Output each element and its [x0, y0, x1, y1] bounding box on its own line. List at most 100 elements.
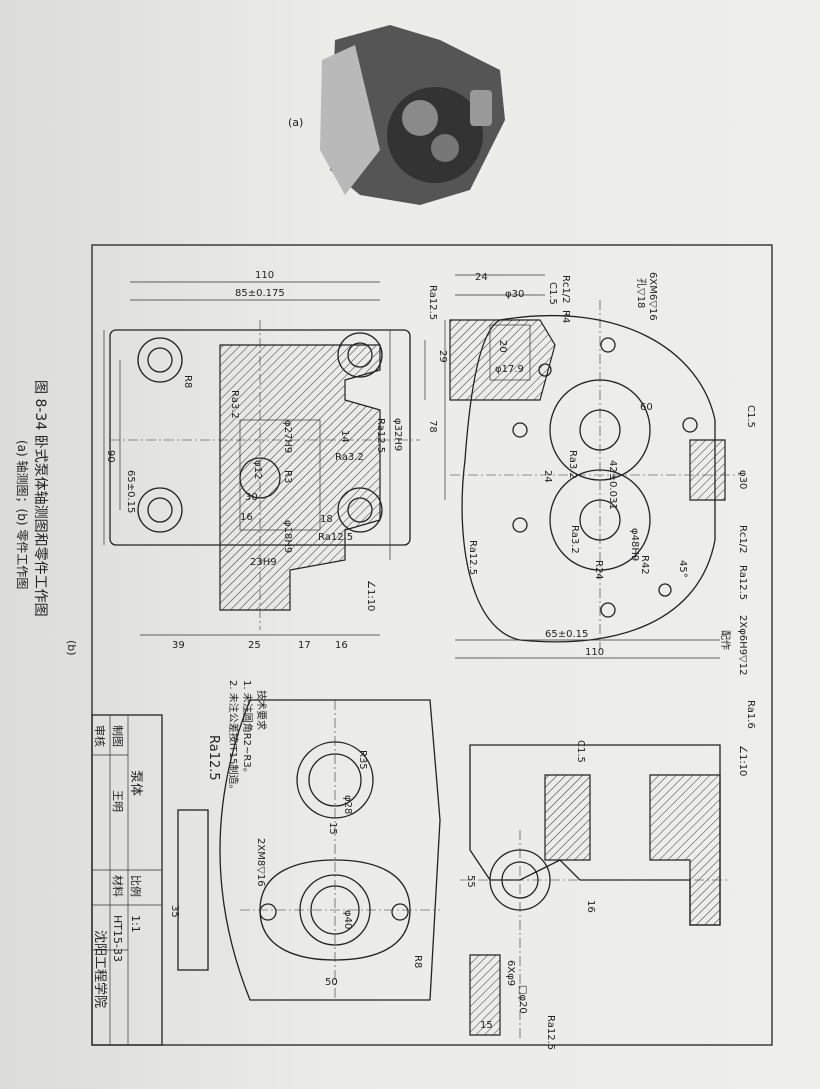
tb-designer: 王明: [111, 790, 124, 812]
top-dimension-labels: 110 85±0.175 65±0.15 90 R8 Ra3.2 φ27H9 φ…: [105, 270, 403, 651]
dim-right-10: Ra12.5: [427, 285, 438, 320]
tb-scale-label: 比例: [129, 875, 143, 897]
dim-top-23: 16: [335, 640, 348, 651]
dim-top-7: φ12: [252, 460, 263, 479]
dim-right-6: R4: [560, 310, 571, 323]
tb-material: HT15-33: [111, 915, 124, 962]
dim-top-20: 39: [172, 640, 185, 651]
tech-req-item-2: 2. 未注公差按IT15制造。: [227, 680, 240, 795]
dim-top-1: 85±0.175: [235, 288, 285, 299]
dim-right-23: Rc1/2: [737, 525, 748, 554]
dim-top-15: φ32H9: [392, 418, 403, 451]
dim-right-14: Ra3.2: [567, 450, 578, 479]
dim-right-26: 配作: [719, 630, 731, 650]
dim-top-5: Ra3.2: [229, 390, 240, 419]
dim-right-15: 42±0.031: [607, 460, 618, 510]
dim-bottom-1: φ28: [342, 795, 353, 814]
dim-bottom-5: R8: [412, 955, 423, 968]
dim-bottom-6: 35: [169, 905, 180, 918]
dim-top-4: R8: [182, 375, 193, 388]
dim-right-5: C1.5: [547, 282, 558, 305]
dim-right-17: φ30: [737, 470, 748, 489]
dim-right-25: 2Xφ6H9▽12: [737, 615, 748, 675]
dim-top-17: Ra3.2: [335, 452, 364, 463]
dim-top-13: 18: [320, 514, 333, 525]
tech-requirements: 技术要求 1. 未注圆角R2~R3。 2. 未注公差按IT15制造。: [227, 680, 268, 795]
figure-caption: 图 8-34 卧式泵体轴测图和零件工作图: [32, 380, 48, 617]
dim-right-24: Ra12.5: [737, 565, 748, 600]
dim-right-9: φ17.9: [495, 364, 524, 375]
dim-top-3: 90: [105, 450, 116, 463]
title-block-text: 泵体 制图 审核 王明 比例 1:1 材料 HT15-33 沈阳工程学院: [92, 725, 143, 1008]
dim-top-10: 16: [240, 512, 253, 523]
dim-bottom-2: 15: [327, 822, 338, 835]
tb-scale: 1:1: [129, 915, 142, 933]
tb-part-name: 泵体: [128, 770, 143, 796]
tb-checked-label: 审核: [93, 725, 107, 747]
top-dimension-lines: [103, 281, 391, 636]
figure-subcaption: (a) 轴测图；(b) 零件工作图: [15, 440, 30, 589]
dim-right-16: 24: [542, 470, 553, 483]
dim-right-1: 孔▽18: [635, 278, 647, 308]
dim-bottom-14: Ra12.5: [545, 1015, 556, 1050]
dim-right-13: C1.5: [745, 405, 756, 428]
label-a: (a): [288, 116, 303, 129]
dim-right-18: Ra3.2: [569, 525, 580, 554]
dim-bottom-7: 50: [325, 977, 338, 988]
dim-bottom-12: 6Xφ9: [505, 960, 516, 986]
dim-right-20: R24: [593, 560, 604, 580]
dim-right-30: Ra1.6: [745, 700, 756, 729]
tb-school: 沈阳工程学院: [92, 930, 108, 1008]
pump-isometric-image: [320, 25, 505, 205]
dim-top-9: R3: [282, 470, 293, 483]
dim-top-12: 23H9: [250, 557, 277, 568]
dim-bottom-0: R35: [357, 750, 368, 770]
dim-right-22: 45°: [677, 560, 688, 578]
bottom-view: [177, 699, 441, 1001]
dim-right-7: 20: [497, 340, 508, 353]
dim-top-16: 14: [339, 430, 350, 443]
dim-top-21: 25: [248, 640, 261, 651]
roughness-note: Ra12.5: [206, 735, 221, 781]
tb-drawn-label: 制图: [111, 725, 124, 747]
side-view: [460, 744, 730, 1040]
dim-right-11: 78: [427, 420, 438, 433]
dim-right-0: 6XM6▽16: [647, 272, 658, 321]
dim-top-22: 17: [298, 640, 311, 651]
dim-bottom-3: 2XM8▽16: [255, 838, 266, 887]
dim-right-21: R42: [639, 555, 650, 575]
dim-bottom-10: 55: [465, 875, 476, 888]
dim-top-6: φ27H9: [282, 420, 293, 453]
dim-top-2: 65±0.15: [125, 470, 136, 513]
front-view: [449, 300, 740, 650]
dim-right-4: Rc1/2: [560, 275, 571, 304]
dim-right-3: φ30: [505, 289, 524, 300]
dim-right-8: 29: [437, 350, 448, 363]
dim-top-0: 110: [255, 270, 274, 281]
dim-right-2: 24: [475, 272, 488, 283]
label-b: (b): [65, 640, 78, 656]
dim-right-29: 110: [585, 647, 604, 658]
dim-bottom-8: C1.5: [575, 740, 586, 763]
dim-top-14: Ra12.5: [375, 418, 386, 453]
dim-right-28: 65±0.15: [545, 629, 588, 640]
dim-bottom-13: □φ20: [517, 985, 528, 1014]
title-block: [91, 714, 163, 1046]
dim-right-19: φ48H9: [629, 528, 640, 561]
dim-top-19: ∠1:10: [365, 580, 376, 611]
dim-top-11: φ18H9: [282, 520, 293, 553]
dim-bottom-4: φ40: [342, 910, 353, 929]
front-dimension-labels: 6XM6▽16 孔▽18 24 φ30 Rc1/2 C1.5 R4 20 29 …: [427, 272, 756, 729]
dim-right-12: 60: [640, 402, 653, 413]
tech-req-item-1: 1. 未注圆角R2~R3。: [241, 680, 254, 778]
front-dimension-lines: [424, 274, 720, 659]
top-view: [109, 320, 420, 630]
dim-top-18: Ra12.5: [318, 532, 353, 543]
dim-right-27: Ra12.5: [467, 540, 478, 575]
dim-bottom-11: 16: [585, 900, 596, 913]
dim-top-8: 30: [245, 492, 258, 503]
tb-material-label: 材料: [111, 875, 125, 897]
drawing-frame: [91, 244, 773, 1046]
